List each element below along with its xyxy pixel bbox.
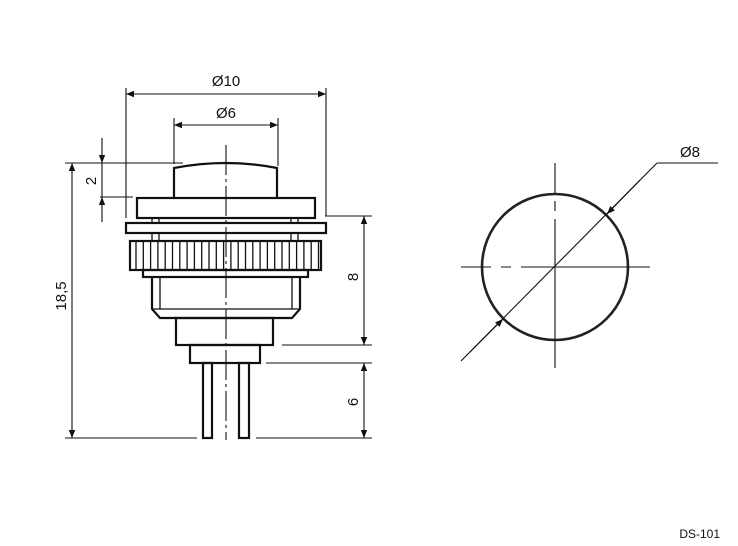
- dim-cap-height: 2: [83, 177, 100, 185]
- drawing-code: DS-101: [679, 527, 720, 541]
- side-view: [124, 145, 328, 440]
- pin-right: [237, 361, 251, 440]
- pin-left: [201, 361, 214, 440]
- washer: [124, 221, 328, 235]
- bezel-flange: [135, 196, 317, 220]
- knurled-nut: [128, 239, 323, 272]
- dim-panel-hole-diameter: Ø8: [680, 144, 700, 161]
- dim-outer-diameter: Ø10: [212, 73, 240, 90]
- front-view: [460, 162, 718, 368]
- terminal-base: [188, 343, 262, 365]
- dimension-lines: [65, 88, 372, 439]
- body-lower: [174, 316, 275, 347]
- dim-cap-diameter: Ø6: [216, 105, 236, 122]
- dim-total-height: 18,5: [53, 281, 70, 310]
- nut-base: [141, 268, 310, 279]
- dim-pin-length: 6: [345, 398, 362, 406]
- dim-body-height: 8: [345, 273, 362, 281]
- button-cap: [172, 161, 279, 197]
